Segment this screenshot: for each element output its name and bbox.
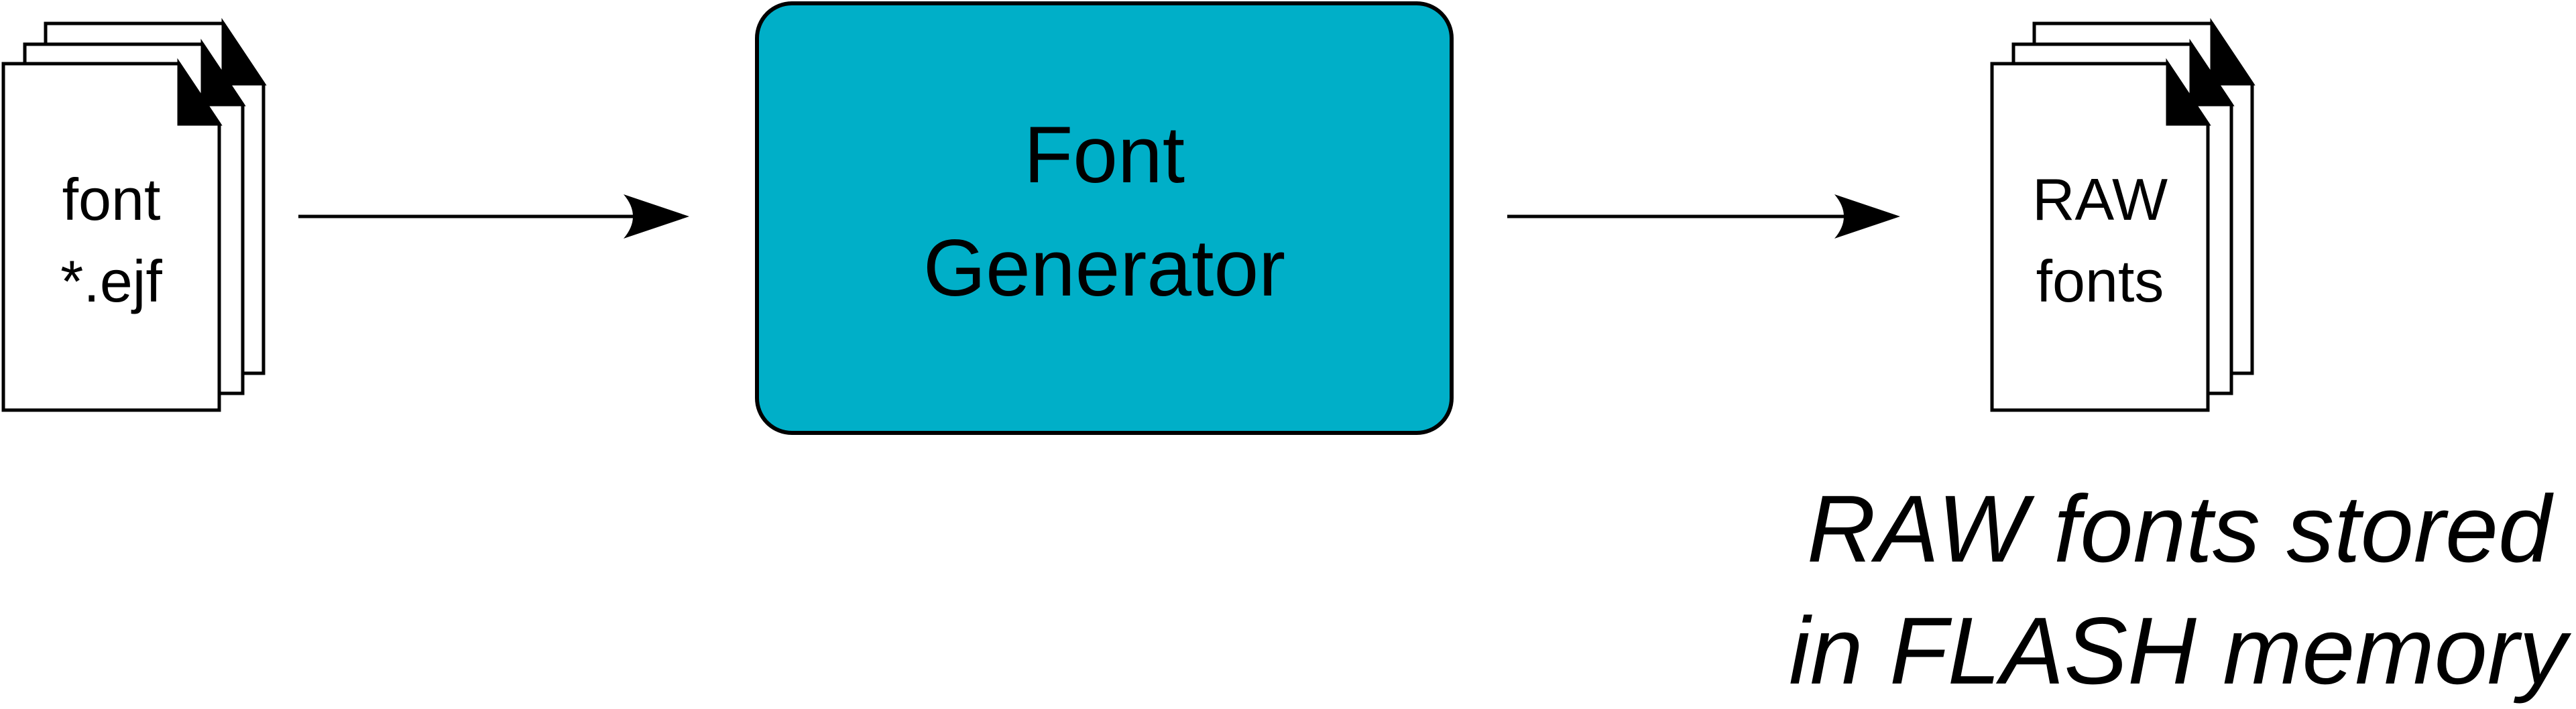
caption-line2: in FLASH memory — [1789, 598, 2572, 704]
source-doc-label-line1: font — [62, 166, 161, 233]
arrow-to-generator-head — [624, 194, 689, 239]
arrow-to-raw-fonts-head — [1834, 194, 1900, 239]
source-doc-page-front — [1, 58, 223, 412]
output-doc-label-line2: fonts — [2036, 248, 2164, 314]
output-doc-page-front — [1990, 58, 2211, 412]
caption-line1: RAW fonts stored — [1807, 476, 2554, 582]
font-generator-label-line2: Generator — [923, 223, 1285, 313]
source-document-stack — [1, 17, 267, 412]
font-generator-label-line1: Font — [1024, 110, 1185, 200]
source-doc-label-line2: *.ejf — [60, 248, 162, 314]
arrow-to-generator — [298, 194, 689, 239]
output-document-stack — [1990, 17, 2256, 412]
font-generator-box — [755, 1, 1454, 435]
arrow-to-raw-fonts — [1507, 194, 1900, 239]
output-doc-label-line1: RAW — [2032, 166, 2168, 233]
